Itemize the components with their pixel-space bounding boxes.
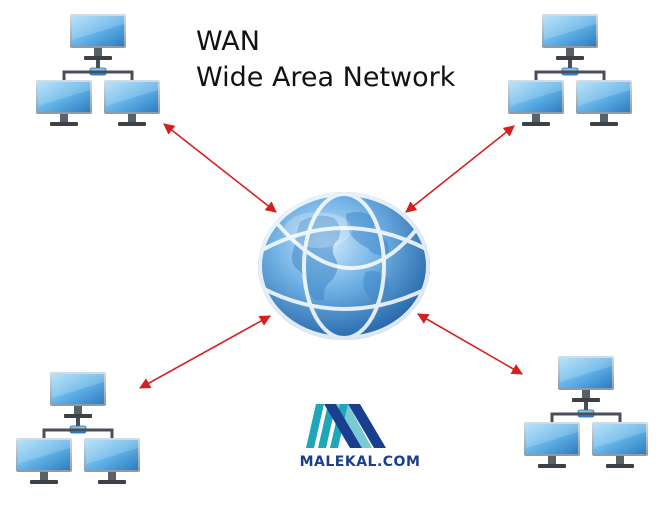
brand-logo: MALEKAL.COM	[299, 404, 421, 474]
lan-cluster-top-right	[508, 14, 632, 126]
arrow-bottom-left	[139, 315, 271, 389]
malekal-logo-icon	[306, 404, 386, 448]
lan-cluster-bottom-left	[16, 372, 140, 484]
connection-arrows	[139, 123, 523, 389]
lan-cluster-top-left	[36, 14, 160, 126]
brand-name: MALEKAL.COM	[299, 454, 421, 470]
arrow-bottom-right	[417, 313, 523, 375]
lan-cluster-bottom-right	[524, 356, 648, 468]
globe-icon	[258, 192, 430, 340]
diagram-title: WAN Wide Area Network	[196, 24, 455, 96]
arrow-top-right	[405, 125, 515, 213]
title-line-2: Wide Area Network	[196, 62, 456, 93]
arrow-top-left	[163, 123, 277, 213]
title-line-1: WAN	[196, 26, 260, 57]
